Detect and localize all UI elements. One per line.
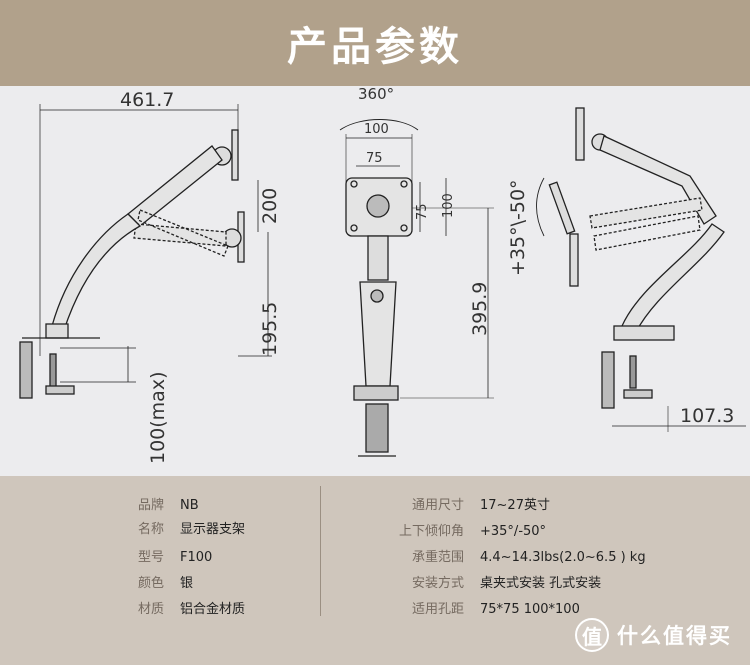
- dim-width-total: 461.7: [120, 89, 174, 111]
- left-side-view: [19, 104, 272, 399]
- front-view: [339, 119, 494, 457]
- spec-label: 型号: [137, 550, 164, 565]
- spec-value: 75*75 100*100: [480, 602, 580, 617]
- spec-value: NB: [180, 498, 199, 513]
- spec-value: 桌夹式安装 孔式安装: [480, 576, 602, 591]
- dim-base-depth: 107.3: [680, 405, 734, 427]
- watermark-logo-icon: 值: [575, 618, 609, 652]
- page-title: 产品参数: [287, 24, 463, 70]
- spec-table: 品牌 NB 名称 显示器支架 型号 F100 颜色 银 材质 铝合金材质 通用尺…: [0, 476, 750, 665]
- dim-vesa-outer: 100: [364, 122, 389, 137]
- spec-label: 名称: [137, 522, 164, 537]
- dim-clamp-max: 100(max): [147, 372, 169, 465]
- spec-label: 安装方式: [411, 576, 464, 591]
- dim-pole-height: 395.9: [469, 282, 491, 336]
- dim-tilt: +35°\-50°: [507, 179, 529, 276]
- technical-drawing: 461.7 200 195.5 100(max): [0, 85, 750, 476]
- dimension-diagram: 461.7 200 195.5 100(max): [19, 85, 746, 465]
- spec-label: 颜色: [137, 576, 164, 591]
- spec-value: F100: [180, 550, 213, 565]
- dim-vesa-outer-v: 100: [441, 193, 456, 218]
- watermark-text: 什么值得买: [617, 624, 732, 648]
- dim-rotation: 360°: [358, 86, 394, 103]
- watermark: 值 什么值得买: [575, 618, 732, 652]
- spec-value: 显示器支架: [180, 522, 246, 537]
- spec-label: 通用尺寸: [411, 498, 464, 513]
- spec-label: 材质: [137, 602, 164, 617]
- title-banner: 产品参数: [0, 0, 750, 86]
- spec-label: 品牌: [137, 498, 164, 513]
- spec-label: 上下倾仰角: [398, 524, 464, 539]
- dim-adjust-height: 200: [259, 188, 281, 224]
- spec-value: 4.4~14.3lbs(2.0~6.5 ) kg: [480, 550, 646, 565]
- dim-vesa-inner-v: 75: [415, 203, 430, 220]
- spec-value: 铝合金材质: [180, 602, 246, 617]
- spec-value: +35°/-50°: [480, 524, 547, 539]
- dim-vesa-inner: 75: [366, 151, 383, 166]
- spec-label: 承重范围: [411, 550, 464, 565]
- spec-divider: [320, 486, 321, 616]
- dim-arm-height: 195.5: [259, 302, 281, 356]
- spec-label: 适用孔距: [411, 602, 464, 617]
- spec-value: 银: [180, 576, 194, 591]
- spec-value: 17~27英寸: [480, 498, 550, 513]
- right-side-view: [536, 107, 746, 432]
